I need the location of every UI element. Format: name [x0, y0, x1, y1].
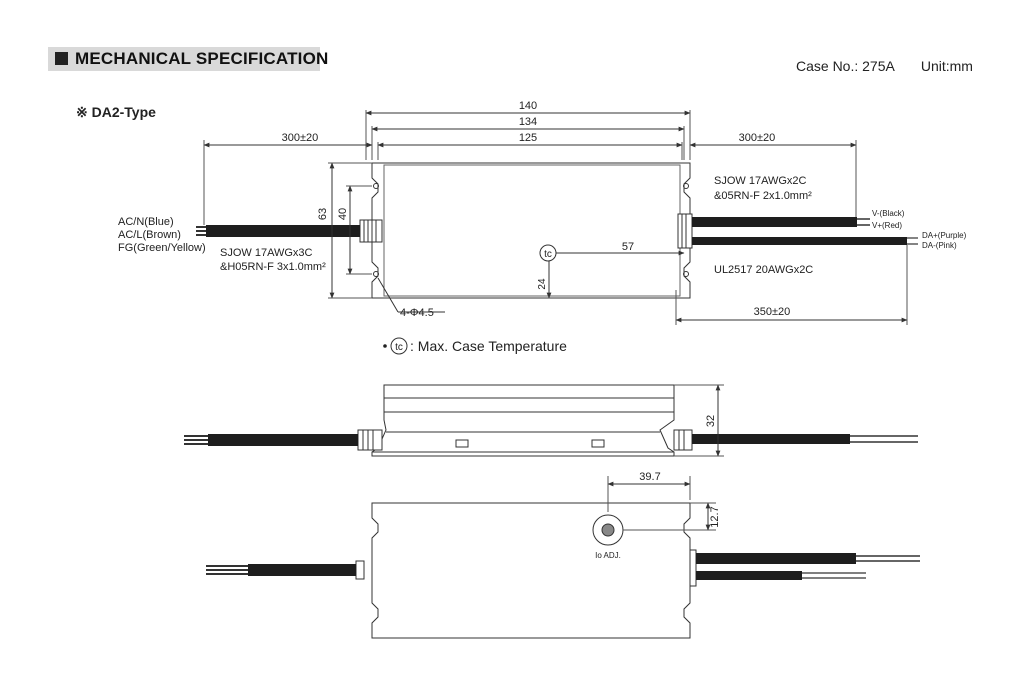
- tc-icon-label: tc: [395, 342, 403, 353]
- section-header-bar: [48, 47, 320, 71]
- dim-text-63: 63: [317, 208, 329, 220]
- dim-text-32: 32: [705, 415, 717, 427]
- input-wire-label: FG(Green/Yellow): [118, 242, 206, 254]
- side-output-gland: [673, 429, 693, 451]
- case-info: Case No.: 275A Unit:mm: [796, 58, 973, 74]
- input-wire-label: AC/L(Brown): [118, 229, 181, 241]
- io-adj-label: Io ADJ.: [595, 551, 621, 560]
- section-title: MECHANICAL SPECIFICATION: [75, 49, 329, 68]
- input-cable: [206, 225, 360, 237]
- output-wire-label: V-(Black): [872, 209, 905, 218]
- side-view-body: [371, 384, 675, 457]
- bottom-view: [206, 476, 920, 639]
- type-label: ※ DA2-Type: [76, 104, 156, 120]
- tc-icon: [390, 337, 408, 355]
- dim-text-right-cable: 300±20: [739, 132, 776, 144]
- case-number: Case No.: 275A: [796, 58, 895, 74]
- mount-hole: [373, 271, 379, 277]
- dim-text-125: 125: [519, 132, 537, 144]
- output-cable: [692, 217, 857, 227]
- dim-text-134: 134: [519, 116, 537, 128]
- top-view: [196, 110, 918, 325]
- side-input-cable: [208, 434, 358, 446]
- dim-text-140: 140: [519, 100, 537, 112]
- mount-hole: [683, 271, 689, 277]
- dim-text-57: 57: [622, 241, 634, 253]
- bottom-dim-cable: [696, 571, 802, 580]
- output-cable-spec: &05RN-F 2x1.0mm²: [714, 190, 812, 202]
- hole-label: 4-Φ4.5: [400, 307, 434, 319]
- top-view-inner-panel: [383, 164, 681, 297]
- dim-cable-spec: UL2517 20AWGx2C: [714, 264, 813, 276]
- dim-wire-label: DA-(Pink): [922, 241, 957, 250]
- input-wire-label: AC/N(Blue): [118, 216, 174, 228]
- dim-text-24: 24: [537, 278, 548, 290]
- output-gland: [677, 213, 693, 249]
- dim-text-40: 40: [337, 208, 349, 220]
- unit-label: Unit:mm: [920, 58, 973, 74]
- side-view-slot: [591, 439, 605, 448]
- tc-point-icon: [539, 244, 557, 262]
- side-view: [184, 384, 918, 457]
- bottom-view-body: [371, 502, 691, 639]
- output-wire-label: V+(Red): [872, 221, 902, 230]
- dim-text-12-7: 12.7: [709, 506, 721, 527]
- bottom-input-cable: [248, 564, 356, 576]
- bottom-output-gland: [689, 549, 697, 587]
- dim-text-39-7: 39.7: [639, 471, 660, 483]
- side-input-gland: [357, 429, 383, 451]
- input-cable-spec: SJOW 17AWGx3C: [220, 247, 313, 259]
- top-view-body: [371, 162, 691, 299]
- dim-text-left-cable: 300±20: [282, 132, 319, 144]
- input-gland: [359, 219, 383, 243]
- section-bullet-icon: [55, 52, 68, 65]
- tc-note: : Max. Case Temperature: [410, 338, 567, 354]
- mount-hole: [683, 183, 689, 189]
- side-output-cable: [692, 434, 850, 444]
- tc-point-label: tc: [544, 249, 552, 260]
- dim-wire-label: DA+(Purple): [922, 231, 967, 240]
- dim-cable: [692, 237, 907, 245]
- dim-text-da-cable: 350±20: [754, 306, 791, 318]
- bullet-icon: [383, 344, 387, 348]
- side-view-slot: [455, 439, 469, 448]
- bottom-input-gland: [355, 560, 365, 580]
- input-cable-spec: &H05RN-F 3x1.0mm²: [220, 261, 326, 273]
- output-cable-spec: SJOW 17AWGx2C: [714, 175, 807, 187]
- bottom-output-cable: [696, 553, 856, 564]
- mount-hole: [373, 183, 379, 189]
